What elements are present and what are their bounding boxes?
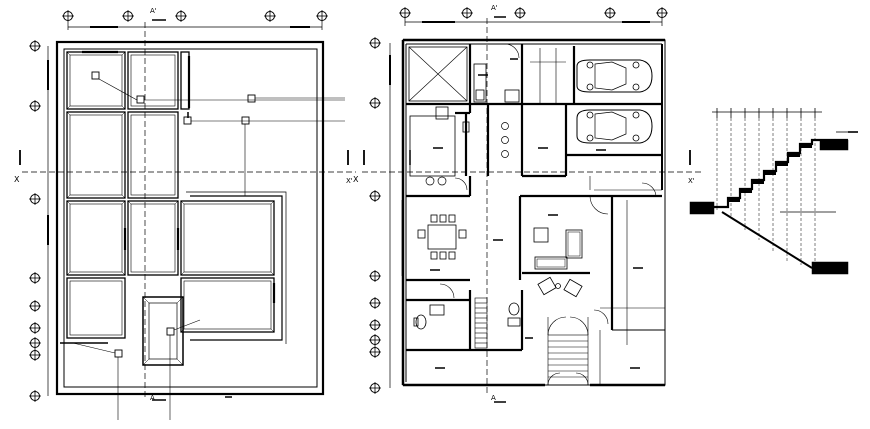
plan-section-label-top: A' — [491, 4, 498, 12]
dining-table — [417, 214, 467, 260]
car-top — [576, 59, 653, 93]
entry-steps — [547, 316, 589, 386]
stair-section — [689, 108, 858, 275]
roof-grid-bubbles-left — [29, 40, 49, 402]
roof-axis-label-right: X' — [346, 177, 353, 185]
car-bottom — [576, 109, 653, 144]
ground-floor-plan — [362, 7, 702, 403]
living-furniture — [533, 227, 583, 298]
roof-plan — [19, 10, 356, 420]
plan-axis-label-right: X' — [688, 177, 695, 185]
roof-grid-bubbles-top — [62, 10, 328, 30]
plan-section-label-bottom: A — [491, 394, 496, 402]
plan-axis-label-left: X — [353, 175, 359, 184]
roof-section-label-top: A' — [150, 7, 157, 15]
plan-stair — [474, 297, 488, 349]
plan-grid-bubbles-left — [369, 37, 391, 394]
roof-axis-label-left: X — [14, 175, 20, 184]
roof-section-label-bottom: A — [150, 394, 155, 402]
plan-grid-bubbles-top — [399, 7, 668, 26]
